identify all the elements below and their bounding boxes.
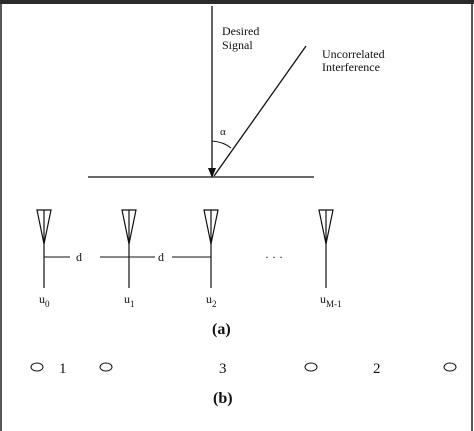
part-b-number-3: 2 bbox=[373, 361, 381, 377]
element-label-2: u2 bbox=[206, 292, 217, 309]
caption-b: (b) bbox=[213, 390, 233, 407]
angle-alpha-label: α bbox=[220, 126, 226, 138]
desired-signal-label-2: Signal bbox=[222, 38, 253, 52]
element-label-m-1: uM-1 bbox=[320, 292, 342, 309]
interference-label-2: Interference bbox=[322, 60, 380, 74]
desired-signal-arrowhead bbox=[208, 168, 216, 178]
antenna-element-2 bbox=[203, 209, 219, 288]
caption-a: (a) bbox=[212, 321, 231, 338]
spacing-label-1: d bbox=[76, 250, 82, 264]
element-label-1: u1 bbox=[124, 292, 135, 309]
element-label-0: u0 bbox=[39, 292, 50, 309]
part-b-number-1: 1 bbox=[59, 361, 67, 377]
desired-signal-label-1: Desired bbox=[222, 24, 259, 38]
antenna-element-m-1 bbox=[318, 209, 334, 288]
interference-ray bbox=[213, 45, 307, 177]
part-b-ellipse-3 bbox=[304, 362, 318, 372]
antenna-element-1 bbox=[121, 209, 137, 288]
part-b-ellipse-2 bbox=[99, 362, 113, 372]
angle-arc bbox=[211, 140, 232, 149]
part-b-ellipse-1 bbox=[30, 362, 44, 372]
part-b-ellipse-4 bbox=[443, 362, 457, 372]
spacing-label-2: d bbox=[158, 250, 164, 264]
antenna-element-0 bbox=[36, 209, 52, 288]
interference-label-1: Uncorrelated bbox=[322, 47, 385, 61]
part-b-number-2: 3 bbox=[219, 361, 227, 377]
array-ellipsis: · · · bbox=[265, 250, 283, 264]
top-bar bbox=[0, 0, 474, 4]
